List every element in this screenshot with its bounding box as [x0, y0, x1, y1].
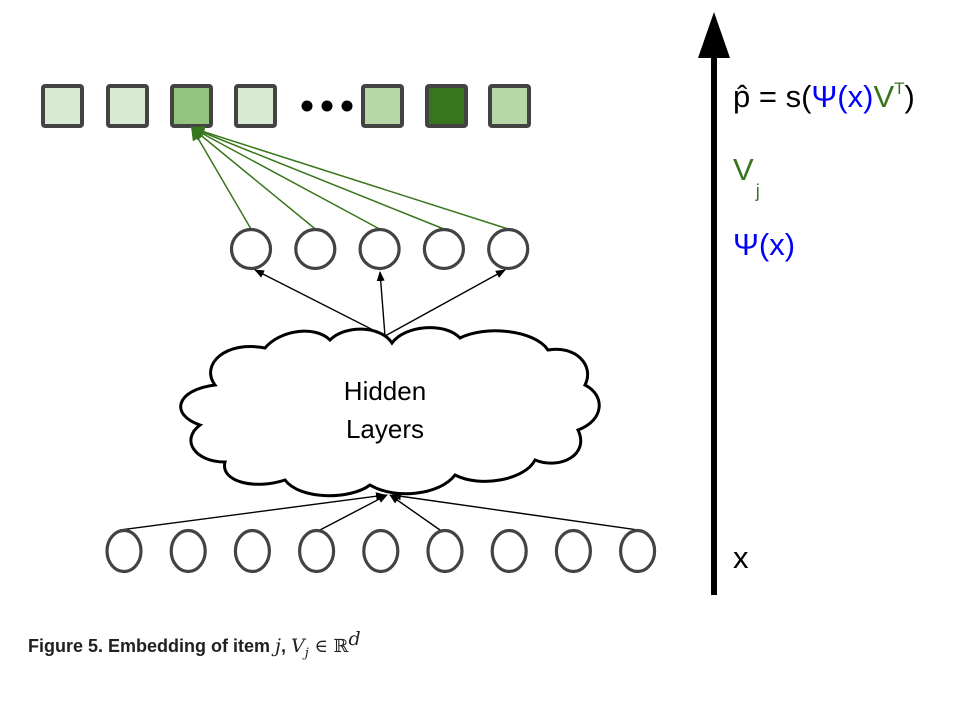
input-node — [298, 528, 336, 574]
input-node — [105, 528, 143, 574]
formula-equals: = s( — [750, 79, 812, 114]
input-nodes — [105, 528, 657, 574]
caption-in: ∈ — [308, 636, 334, 657]
edge — [319, 494, 388, 531]
hidden-layers-cloud: Hidden Layers — [179, 326, 601, 498]
embedding-edge — [190, 127, 380, 230]
embedding-edge — [190, 126, 445, 230]
edge — [389, 494, 441, 531]
caption-reals: ℝd — [333, 628, 361, 657]
cloud-shape — [179, 326, 601, 498]
embedding-node — [229, 227, 273, 271]
edge — [254, 269, 386, 337]
embedding-node — [422, 227, 465, 271]
input-node — [490, 528, 528, 574]
edge — [376, 271, 386, 337]
vj-label: Vj — [733, 152, 760, 201]
figure-caption: Figure 5. Embedding of item j, Vj ∈ ℝd — [28, 628, 361, 661]
p-hat: p̂ — [733, 79, 750, 114]
input-node — [426, 528, 464, 574]
cloud-label-line1: Hidden — [344, 376, 426, 406]
embedding-row — [41, 84, 531, 128]
embedding-edge — [190, 126, 316, 230]
embedding-cell-highlighted — [170, 84, 213, 128]
input-node — [362, 528, 400, 574]
ellipsis-dot — [301, 100, 313, 112]
depth-axis — [698, 12, 730, 595]
caption-j: j — [275, 635, 281, 657]
embedding-cell — [425, 84, 468, 128]
axis-arrowhead-icon — [698, 12, 730, 58]
psi-label: Ψ(x) — [733, 227, 795, 262]
input-node — [169, 528, 207, 574]
formula-v: V — [873, 79, 894, 114]
formula-transpose: T — [894, 79, 904, 98]
embedding-cell — [234, 84, 277, 128]
embedding-node — [487, 227, 530, 271]
cloud-to-nodes-edges — [254, 269, 506, 337]
embedding-weight-edges — [190, 125, 509, 230]
embedding-dimension-nodes — [229, 227, 530, 271]
input-to-cloud-edges — [119, 492, 639, 531]
embedding-cell — [488, 84, 531, 128]
cloud-label-line2: Layers — [346, 414, 424, 444]
embedding-cell — [41, 84, 84, 128]
caption-prefix: Figure 5. Embedding of item — [28, 636, 276, 656]
input-node — [233, 528, 271, 574]
input-node — [554, 528, 593, 574]
ellipsis-dot — [321, 100, 333, 112]
formula-psi: Ψ(x) — [811, 79, 873, 114]
embedding-node — [294, 227, 337, 271]
embedding-node — [358, 227, 401, 271]
embedding-cell — [106, 84, 149, 128]
x-label: x — [733, 540, 749, 575]
caption-v: Vj — [290, 635, 309, 661]
edge — [391, 492, 639, 531]
edge — [384, 269, 506, 337]
embedding-cell — [361, 84, 404, 128]
embedding-edge — [190, 126, 252, 230]
ellipsis-dot — [341, 100, 353, 112]
caption-comma: , — [280, 636, 291, 656]
formula-close: ) — [905, 79, 915, 114]
output-formula: p̂ = s(Ψ(x)VT) — [733, 79, 915, 114]
input-node — [618, 528, 657, 574]
edge — [119, 492, 386, 531]
embedding-edge — [190, 125, 509, 230]
